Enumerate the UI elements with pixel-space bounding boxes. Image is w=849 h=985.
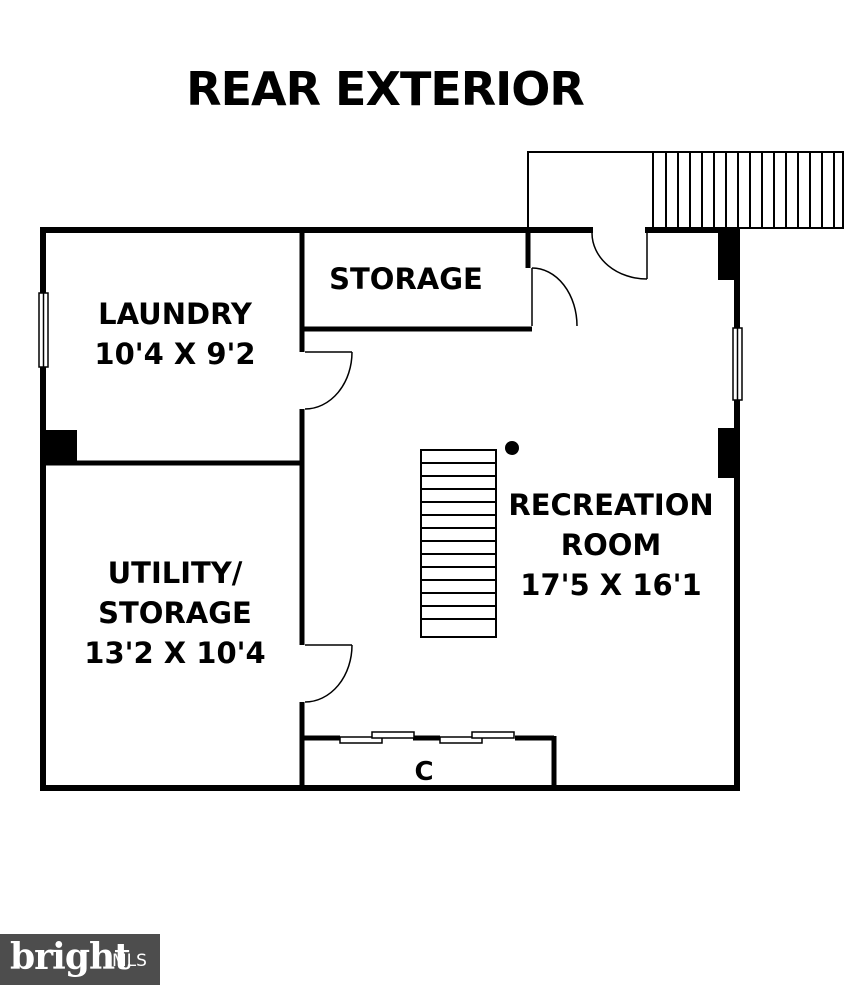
bright-mls-watermark: bright MLS [0,934,160,985]
laundry-room-label: LAUNDRY 10'4 X 9'2 [70,294,280,374]
windows [38,292,743,401]
recreation-dimensions: 17'5 X 16'1 [520,568,702,602]
laundry-name: LAUNDRY [98,297,252,331]
laundry-dimensions: 10'4 X 9'2 [94,337,256,371]
plan-heading: REAR EXTERIOR [186,62,585,116]
support-post [505,441,519,455]
utility-name-line1: UTILITY/ [107,556,243,590]
utility-name-line2: STORAGE [98,596,252,630]
storage-room-label: STORAGE [329,262,483,296]
utility-dimensions: 13'2 X 10'4 [84,636,266,670]
exterior-stairs [652,152,835,228]
utility-room-label: UTILITY/ STORAGE 13'2 X 10'4 [60,553,290,673]
recreation-name-line2: ROOM [560,528,662,562]
recreation-name-line1: RECREATION [508,488,714,522]
interior-walls [43,230,557,788]
door-swings [304,232,648,703]
interior-stairs [420,449,497,638]
watermark-brand: bright [10,936,131,978]
exterior-deck [527,151,844,229]
closet-sliding-doors [339,731,515,744]
closet-label: C [414,757,434,787]
recreation-room-label: RECREATION ROOM 17'5 X 16'1 [500,485,722,605]
watermark-suffix: MLS [112,951,147,971]
columns [43,230,738,478]
